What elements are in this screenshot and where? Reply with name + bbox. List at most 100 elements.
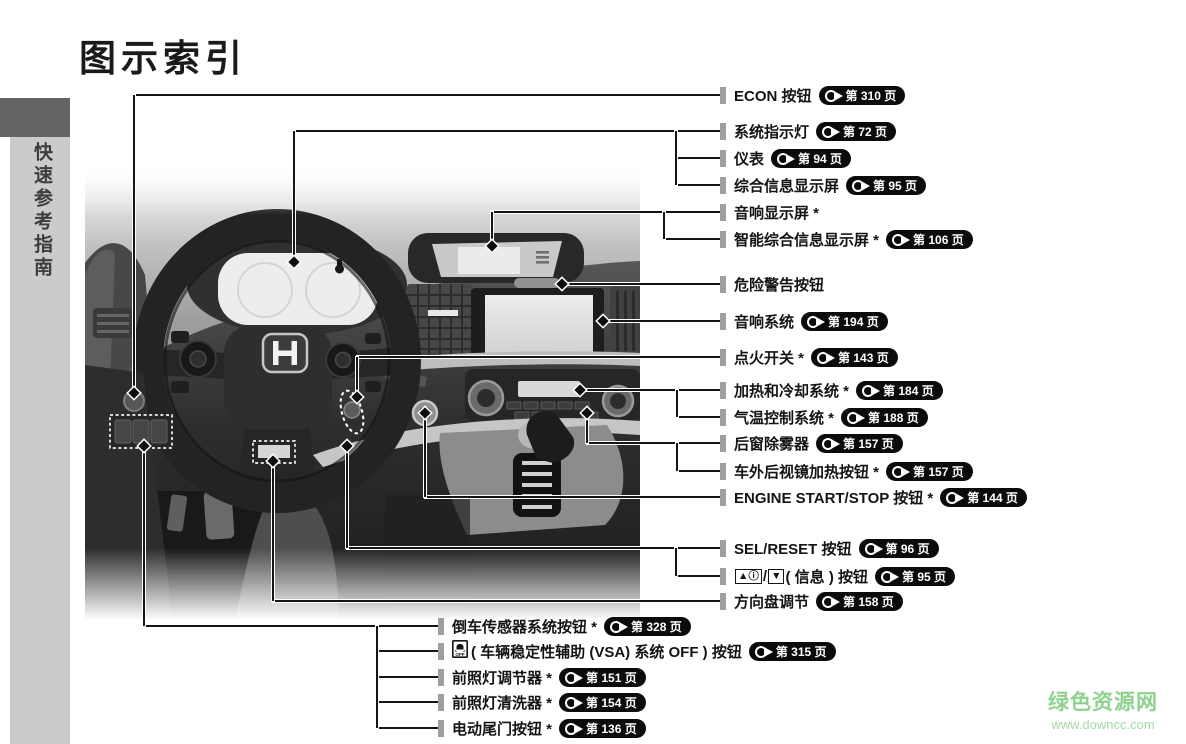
- arrow-icon: [824, 89, 837, 102]
- page-reference-text: 第 154 页: [586, 696, 637, 710]
- arrow-icon: [574, 723, 584, 734]
- callout-line: [377, 727, 439, 729]
- callout-label: 音响系统: [734, 314, 795, 331]
- arrow-icon: [619, 621, 629, 632]
- photo-top-fade: [85, 163, 640, 215]
- page-reference-badge: 第 315 页: [748, 642, 836, 661]
- arrow-icon: [892, 465, 905, 478]
- callout-line: [347, 547, 722, 549]
- callout-line: [293, 131, 295, 262]
- callout-right-2: 仪表第 94 页: [720, 148, 852, 169]
- callout-line: [377, 650, 439, 652]
- callout-label: 综合信息显示屏: [734, 178, 840, 195]
- callout-tick: [438, 669, 444, 686]
- callout-line: [356, 357, 358, 397]
- callout-bottom-4: 电动尾门按钮 *第 136 页: [438, 718, 646, 739]
- cd-slot: [428, 310, 458, 316]
- page-reference-badge: 第 157 页: [886, 462, 973, 481]
- callout-tick: [720, 204, 726, 221]
- callout-tick: [720, 540, 726, 557]
- sidebar-chapter-label: 快速参考指南: [31, 142, 52, 280]
- arrow-icon: [807, 315, 820, 328]
- page-reference-text: 第 144 页: [967, 491, 1018, 505]
- page-title: 图示索引: [79, 38, 247, 79]
- page-reference-badge: 第 154 页: [559, 693, 646, 712]
- callout-right-10: 气温控制系统 *第 188 页: [720, 407, 928, 428]
- page-reference-badge: 第 95 页: [874, 567, 956, 586]
- callout-line: [675, 131, 677, 185]
- arrow-icon: [826, 352, 836, 363]
- vent-left-slats: [97, 314, 129, 333]
- page-reference-text: 第 106 页: [913, 233, 964, 247]
- callout-bottom-1: OFF( 车辆稳定性辅助 (VSA) 系统 OFF ) 按钮第 315 页: [438, 640, 836, 662]
- arrow-icon: [565, 671, 578, 684]
- arrow-icon: [831, 126, 841, 137]
- cluster-stalk: [337, 259, 342, 268]
- audio-system-screen: [485, 295, 593, 353]
- callout-line: [676, 184, 722, 186]
- callout-line: [675, 548, 677, 576]
- callout-line: [425, 496, 722, 498]
- callout-tick: [720, 276, 726, 293]
- callout-tick: [720, 435, 726, 452]
- climate-display: [518, 381, 580, 397]
- sidebar-strip: 快速参考指南: [10, 137, 70, 744]
- arrow-icon: [852, 179, 865, 192]
- page-reference-text: 第 310 页: [845, 89, 897, 103]
- climate-knob-right-center: [610, 393, 626, 409]
- callout-tick: [720, 123, 726, 140]
- page-reference-text: 第 95 页: [873, 179, 918, 193]
- arrow-icon: [565, 696, 578, 709]
- brake-pedal: [166, 494, 188, 532]
- callout-tick: [438, 618, 444, 635]
- callout-bottom-3: 前照灯清洗器 *第 154 页: [438, 692, 646, 713]
- audio-buttons-grid: [407, 284, 473, 357]
- callout-right-15: ▲ⓘ/▼( 信息 ) 按钮第 95 页: [720, 566, 956, 587]
- callout-line: [272, 461, 274, 601]
- callout-line: [676, 157, 722, 159]
- callout-right-11: 后窗除雾器第 157 页: [720, 433, 903, 454]
- page-reference-badge: 第 143 页: [811, 348, 898, 367]
- key-separator: /: [762, 568, 768, 585]
- callout-line: [492, 211, 722, 213]
- callout-line: [676, 575, 722, 577]
- callout-right-8: 点火开关 * 第 143 页: [720, 347, 898, 368]
- photo-bottom-fade: [85, 548, 640, 620]
- page-reference-text: 第 188 页: [868, 411, 919, 425]
- switch-panel-buttons: [114, 419, 168, 444]
- steering-adjust-button: [258, 445, 290, 458]
- sidebar-chapter-tab: [0, 98, 70, 137]
- hazard-button: [514, 278, 560, 288]
- callout-right-0: ECON 按钮第 310 页: [720, 85, 906, 106]
- page-reference-text: 第 315 页: [775, 645, 827, 659]
- page-reference-badge: 第 94 页: [771, 149, 852, 168]
- page-reference-badge: 第 95 页: [846, 176, 927, 195]
- callout-label: 危险警告按钮: [734, 277, 825, 294]
- page-reference-badge: 第 144 页: [940, 488, 1027, 507]
- arrow-icon: [861, 180, 871, 191]
- watermark: 绿色资源网 www.downcc.com: [1034, 686, 1172, 732]
- audio-display-window: [458, 247, 520, 274]
- callout-label: 系统指示灯: [734, 124, 810, 141]
- arrow-icon: [901, 466, 911, 477]
- callout-tick: [720, 87, 726, 104]
- page-reference-text: 第 96 页: [885, 542, 930, 556]
- arrow-icon: [831, 596, 841, 607]
- callout-tick: [438, 643, 444, 660]
- honda-logo-h: [273, 341, 297, 365]
- page-reference-text: 第 157 页: [913, 465, 964, 479]
- gauge-right: [305, 262, 361, 318]
- page-reference-text: 第 184 页: [883, 384, 934, 398]
- info-key-icon: ▼: [768, 569, 785, 584]
- page-reference-text: 第 194 页: [828, 315, 879, 329]
- callout-label: 加热和冷却系统 *: [734, 383, 850, 400]
- callout-label: 点火开关 *: [734, 350, 805, 367]
- dashboard-illustration: [85, 163, 640, 620]
- callout-line: [346, 446, 348, 548]
- callout-label: 智能综合信息显示屏 *: [734, 232, 880, 249]
- page-reference-badge: 第 328 页: [604, 617, 691, 636]
- page-reference-badge: 第 151 页: [559, 668, 646, 687]
- arrow-icon: [871, 385, 881, 396]
- arrow-icon: [833, 90, 843, 101]
- callout-label: 音响显示屏 *: [734, 205, 820, 222]
